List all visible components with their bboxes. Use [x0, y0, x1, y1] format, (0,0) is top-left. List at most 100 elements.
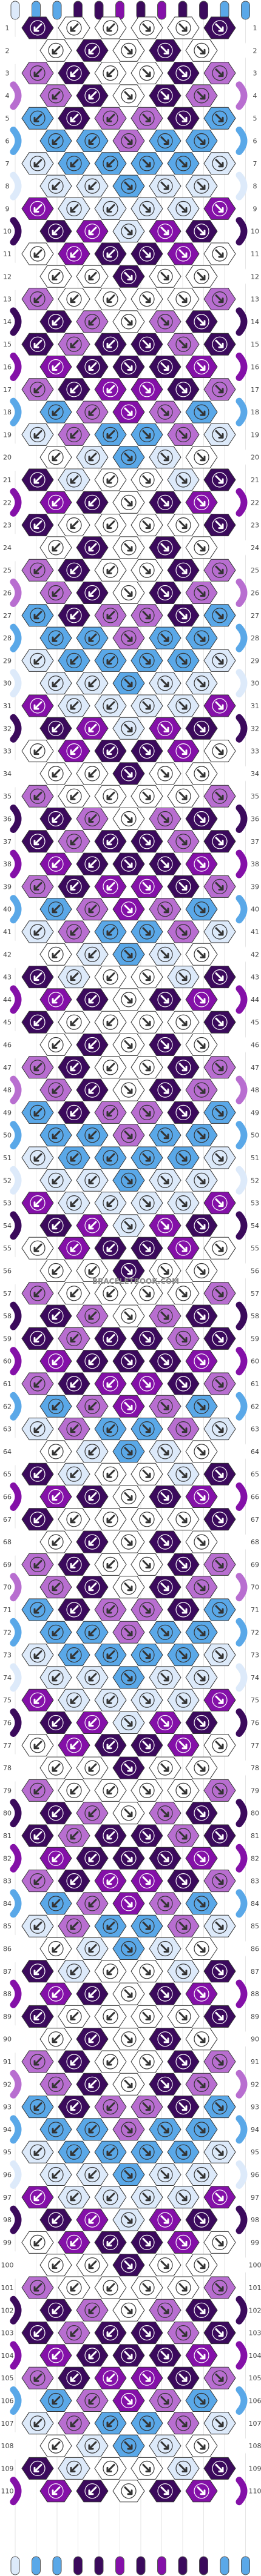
knot [112, 717, 145, 740]
row-number-left: 94 [3, 2126, 12, 2134]
knot [76, 310, 109, 333]
knot [149, 1530, 181, 1553]
row-number-right: 28 [251, 634, 259, 642]
knot [130, 468, 163, 491]
edge-knot [10, 1121, 22, 1150]
knot [94, 2276, 127, 2299]
knot [39, 1847, 72, 1870]
edge-knot [236, 1934, 248, 1963]
knot [149, 717, 181, 740]
knot [21, 1011, 54, 1034]
knot [112, 1756, 145, 1779]
knot [94, 830, 127, 853]
row-number-right: 20 [251, 454, 259, 462]
row-number-right: 2 [253, 47, 257, 55]
row-number-left: 62 [3, 1403, 12, 1410]
knot [39, 2480, 72, 2503]
edge-knot [10, 1527, 22, 1556]
knot [58, 423, 90, 446]
row-number-right: 25 [251, 566, 259, 574]
row-number-left: 38 [3, 860, 12, 868]
row-number-left: 56 [3, 1267, 12, 1275]
knot [185, 1892, 218, 1915]
row-number-left: 2 [5, 47, 10, 55]
row-number-left: 53 [3, 1200, 12, 1207]
knot [130, 1146, 163, 1169]
knot [185, 356, 218, 378]
knot [203, 1462, 236, 1486]
edge-knot [236, 1121, 248, 1150]
row-number-left: 40 [3, 906, 12, 914]
knot [167, 1870, 200, 1893]
knot [167, 2457, 200, 2480]
knot [185, 988, 218, 1011]
edge-knot [10, 1347, 22, 1376]
knot [167, 2412, 200, 2435]
knot [112, 2389, 145, 2412]
row-number-right: 95 [251, 2148, 259, 2156]
knot [94, 2231, 127, 2254]
knot [149, 1078, 181, 1101]
edge-knot [236, 1618, 248, 1647]
row-number-left: 51 [3, 1154, 12, 1162]
row-number-left: 105 [1, 2374, 14, 2382]
knot [94, 1960, 127, 1983]
row-number-left: 90 [3, 2036, 12, 2043]
knot [149, 626, 181, 649]
row-number-left: 41 [3, 928, 12, 936]
knot [94, 1598, 127, 1621]
knot [203, 1553, 236, 1576]
knot [58, 197, 90, 220]
knot [39, 1802, 72, 1825]
row-number-left: 48 [3, 1086, 12, 1094]
knot [94, 1462, 127, 1486]
knot [149, 1982, 181, 2005]
knot [203, 830, 236, 853]
row-number-right: 1 [253, 24, 257, 32]
knot [203, 2186, 236, 2209]
knot [58, 1011, 90, 1034]
knot [58, 2096, 90, 2119]
knot [167, 242, 200, 265]
knot [94, 2096, 127, 2119]
knot [203, 1734, 236, 1757]
knot [58, 1779, 90, 1802]
row-number-left: 26 [3, 589, 12, 597]
knot [76, 130, 109, 152]
knot [21, 1598, 54, 1621]
edge-knot [10, 533, 22, 562]
knot [58, 1870, 90, 1893]
knot [94, 16, 127, 39]
knot [21, 2412, 54, 2435]
row-number-right: 104 [249, 2352, 261, 2360]
knot [58, 514, 90, 537]
knot [185, 2344, 218, 2367]
knot [58, 2366, 90, 2389]
knot [39, 265, 72, 288]
knot [39, 1034, 72, 1056]
row-number-left: 33 [3, 748, 12, 755]
knot [58, 1146, 90, 1169]
knot [149, 1576, 181, 1599]
knot [76, 1892, 109, 1915]
knot [112, 1621, 145, 1644]
knot [167, 604, 200, 627]
knot [94, 1011, 127, 1034]
row-number-right: 32 [251, 725, 259, 732]
edge-knot [10, 2431, 22, 2460]
knot [94, 2412, 127, 2435]
knot [149, 1034, 181, 1056]
edge-knot [236, 2205, 248, 2234]
row-number-left: 17 [3, 386, 12, 394]
knot [39, 852, 72, 875]
edge-knot [10, 2070, 22, 2099]
knot [149, 852, 181, 875]
knot [149, 898, 181, 921]
knot [76, 1711, 109, 1734]
knot [76, 2389, 109, 2412]
edge-knot [236, 533, 248, 562]
knot [76, 1304, 109, 1327]
row-number-left: 61 [3, 1380, 12, 1388]
row-number-right: 3 [253, 70, 257, 78]
strand-end [10, 2556, 20, 2575]
